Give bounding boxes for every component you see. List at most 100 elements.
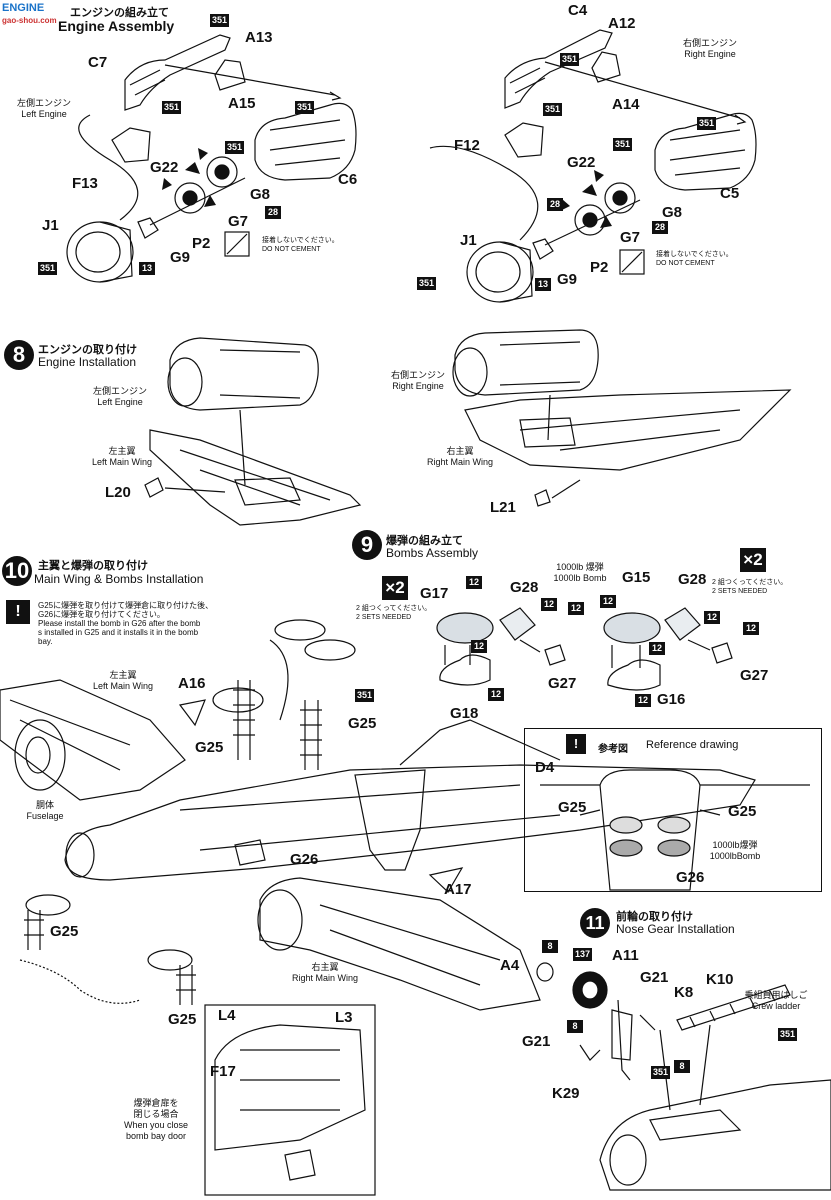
engine-mount-right [504,29,613,109]
multiplier-badge: ×2 [740,548,766,572]
paint-351: 351 [651,1066,671,1079]
part-label: D4 [535,759,555,776]
paint-13: 13 [139,262,155,275]
part-label: C7 [88,54,108,71]
paint-137: 137 [573,948,593,961]
paint-12: 12 [541,598,557,611]
paint-13: 13 [535,278,551,291]
part-label: G15 [622,569,651,586]
part-label: G28 [510,579,539,596]
part-label: G25 [195,739,224,756]
step11-number: 11 [580,908,610,938]
multiplier-badge: ×2 [382,576,408,600]
part-label: K10 [706,971,734,988]
step8-title-en: Engine Installation [38,355,137,369]
part-label: A16 [178,675,206,692]
step11-title-en: Nose Gear Installation [616,922,735,936]
part-label: G22 [150,159,179,176]
part-label: G28 [678,571,707,588]
part-label: G21 [522,1033,551,1050]
part-label: G8 [250,186,271,203]
attention-icon: ! [566,734,586,754]
paint-351: 351 [778,1028,798,1041]
step8-number: 8 [4,340,34,370]
paint-351: 351 [417,277,437,290]
part-label: G27 [548,675,577,692]
reference-title-jp: 参考図 [598,744,628,755]
attention-icon: ! [6,600,30,624]
part-label: L21 [490,499,516,516]
left-engine-drawing [169,337,319,411]
part-label: K8 [674,984,694,1001]
sets-needed-note: 2 組つくってください。2 SETS NEEDED [356,605,432,621]
paint-28: 28 [652,221,668,234]
do-not-cement-note: 接着しないでください。DO NOT CEMENT [656,251,733,267]
paint-8: 8 [542,940,558,953]
paint-8: 8 [567,1020,583,1033]
part-label: A4 [500,957,520,974]
part-label: G27 [740,667,769,684]
part-label: F17 [210,1063,236,1080]
step9-title-jp: 爆弾の組み立て [386,535,463,547]
paint-12: 12 [466,576,482,589]
part-label: G17 [420,585,449,602]
part-label: G25 [168,1011,197,1028]
step8-title-jp: エンジンの取り付け [38,344,137,356]
part-label: G9 [557,271,578,288]
part-label: L4 [218,1007,236,1024]
right-engine-drawing [454,329,599,396]
paint-12: 12 [649,642,665,655]
paint-351: 351 [355,689,375,702]
step10-title-en: Main Wing & Bombs Installation [34,572,204,586]
paint-351: 351 [295,101,315,114]
part-label: C6 [338,171,358,188]
part-label: G9 [170,249,191,266]
part-label: A12 [608,15,636,32]
paint-351: 351 [225,141,245,154]
paint-12: 12 [488,688,504,701]
part-label: L3 [335,1009,353,1026]
paint-12: 12 [743,622,759,635]
part-label: J1 [42,217,59,234]
paint-28: 28 [265,206,281,219]
paint-351: 351 [210,14,230,27]
step10-title-jp: 主翼と爆弾の取り付け [38,560,148,572]
paint-351: 351 [162,101,182,114]
paint-12: 12 [600,595,616,608]
part-label: G7 [620,229,641,246]
part-label: G25 [558,799,587,816]
part-label: C5 [720,185,740,202]
part-label: P2 [192,235,211,252]
step7-title-en: Engine Assembly [58,18,175,34]
paint-12: 12 [568,602,584,615]
paint-12: 12 [471,640,487,653]
step10-number: 10 [2,556,32,586]
part-label: L20 [105,484,131,501]
part-label: A14 [612,96,640,113]
step7-title-jp: エンジンの組み立て [70,7,169,19]
part-label: G25 [348,715,377,732]
paint-351: 351 [697,117,717,130]
paint-12: 12 [635,694,651,707]
part-label: G18 [450,705,479,722]
part-label: G7 [228,213,249,230]
part-label: G22 [567,154,596,171]
paint-12: 12 [704,611,720,624]
engine-mount-left [124,34,231,111]
reference-drawing-box [524,728,822,892]
part-label: G21 [640,969,669,986]
part-label: G25 [728,803,757,820]
part-label: C4 [568,2,588,19]
part-label: J1 [460,232,477,249]
part-label: A11 [612,947,639,964]
